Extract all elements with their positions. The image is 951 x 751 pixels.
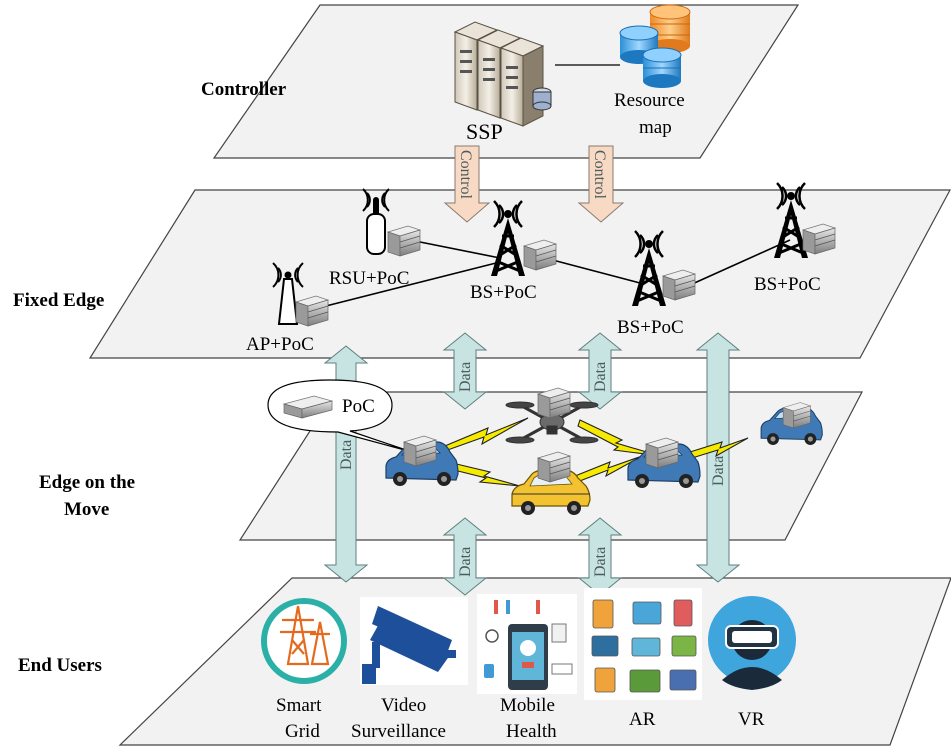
server-rack-icon	[453, 21, 552, 127]
video-surveillance-label-line1: Video	[381, 695, 426, 716]
fixed-edge-links	[321, 239, 791, 308]
ap-poc-label: AP+PoC	[246, 334, 314, 355]
vr-label: VR	[738, 709, 765, 730]
control-arrow-left: Control	[443, 145, 491, 223]
data-label-left-long: Data	[338, 440, 355, 470]
data-arrow-right-long	[695, 332, 741, 583]
layer-label-end-users: End Users	[18, 655, 102, 676]
data-arrow-move-users-1	[442, 517, 488, 596]
mobile-health-icon	[477, 594, 577, 694]
mobile-health-label-line2: Health	[506, 721, 557, 742]
control-arrow-right-label: Control	[591, 150, 608, 199]
smart-grid-label-line1: Smart	[276, 695, 322, 716]
control-arrow-left-label: Control	[457, 150, 474, 199]
drone-icon	[505, 387, 599, 444]
poc-label: PoC	[342, 396, 375, 417]
smart-grid-icon	[261, 598, 347, 684]
bs-poc-label-1: BS+PoC	[470, 282, 537, 303]
data-label-fixed-move-2: Data	[592, 362, 609, 392]
control-arrow-right: Control	[577, 145, 625, 223]
taxi-icon	[511, 451, 591, 515]
data-label-right-long: Data	[710, 456, 727, 486]
layer-label-controller: Controller	[201, 79, 287, 100]
rsu-poc-label: RSU+PoC	[329, 268, 409, 289]
resource-map-label-line2: map	[639, 117, 672, 138]
data-label-move-users-1: Data	[457, 547, 474, 577]
database-icon	[619, 4, 691, 88]
ssp-label: SSP	[466, 119, 503, 144]
layer-label-fixed-edge: Fixed Edge	[13, 290, 104, 311]
poc-callout	[267, 379, 413, 453]
data-arrow-fixed-move-2	[577, 332, 623, 410]
rsu-icon	[362, 188, 421, 257]
bs-poc-label-3: BS+PoC	[754, 274, 821, 295]
data-arrows	[323, 332, 741, 596]
layer-label-edge-move-line2: Move	[64, 499, 109, 520]
ar-label: AR	[629, 709, 656, 730]
layer-label-edge-move-line1: Edge on the	[39, 472, 135, 493]
vr-headset-icon	[708, 596, 796, 690]
wireless-bolts	[439, 417, 749, 487]
video-surveillance-label-line2: Surveillance	[351, 721, 446, 742]
mobile-health-label-line1: Mobile	[500, 695, 555, 716]
smart-grid-label-line2: Grid	[285, 721, 320, 742]
ar-icon	[584, 588, 702, 700]
ap-icon	[272, 262, 329, 327]
data-label-move-users-2: Data	[592, 547, 609, 577]
data-arrow-left-long	[323, 345, 369, 583]
surveillance-camera-icon	[360, 597, 468, 685]
resource-map-label-line1: Resource	[614, 90, 685, 111]
bs-poc-label-2: BS+PoC	[617, 317, 684, 338]
data-label-fixed-move-1: Data	[457, 362, 474, 392]
data-arrow-fixed-move-1	[442, 332, 488, 410]
